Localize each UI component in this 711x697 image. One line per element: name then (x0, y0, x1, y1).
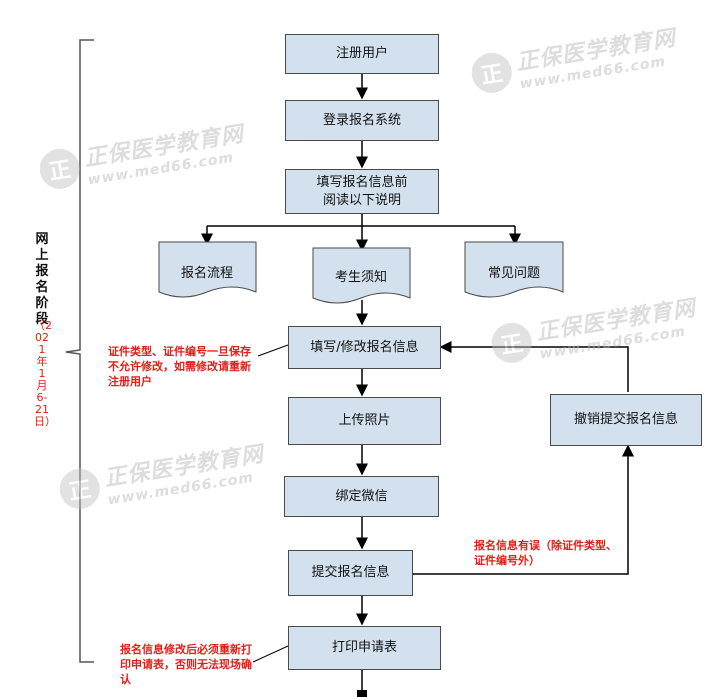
stage-date: （2021年1月6-21日） (34, 319, 56, 428)
stage-label: 网上报名阶段 (35, 232, 49, 327)
step-print: 打印申请表 (288, 626, 441, 670)
step-bind-wechat: 绑定微信 (284, 476, 439, 517)
step-read-before-fill: 填写报名信息前阅读以下说明 (285, 169, 439, 214)
arrow-submit-revoke (413, 444, 634, 575)
note-reprint: 报名信息修改后必须重新打印申请表，否则无法现场确认 (120, 643, 252, 686)
arrow-revoke-fill (439, 341, 629, 392)
step-submit: 提交报名信息 (288, 550, 413, 596)
step-login: 登录报名系统 (285, 100, 439, 141)
note-print-leader (252, 645, 289, 663)
stage-brace (65, 39, 94, 663)
arrow-print-down-head (357, 690, 367, 697)
step-fill-modify: 填写/修改报名信息 (288, 326, 441, 369)
doc-process: 报名流程 (180, 266, 233, 281)
step-register: 注册用户 (285, 34, 439, 74)
note-id-unchangeable: 证件类型、证件编号一旦保存不允许修改，如需修改请重新注册用户 (108, 345, 251, 388)
step-upload-photo: 上传照片 (288, 397, 441, 445)
note-id-leader (257, 344, 289, 357)
doc-shape-notice (312, 247, 411, 304)
doc-faq: 常见问题 (487, 266, 540, 281)
doc-shape-process (158, 241, 257, 298)
doc-shape-faq (464, 241, 564, 298)
step-revoke: 撤销提交报名信息 (550, 394, 702, 446)
doc-notice: 考生须知 (334, 270, 387, 285)
note-info-error: 报名信息有误（除证件类型、证件编号外） (474, 539, 617, 567)
